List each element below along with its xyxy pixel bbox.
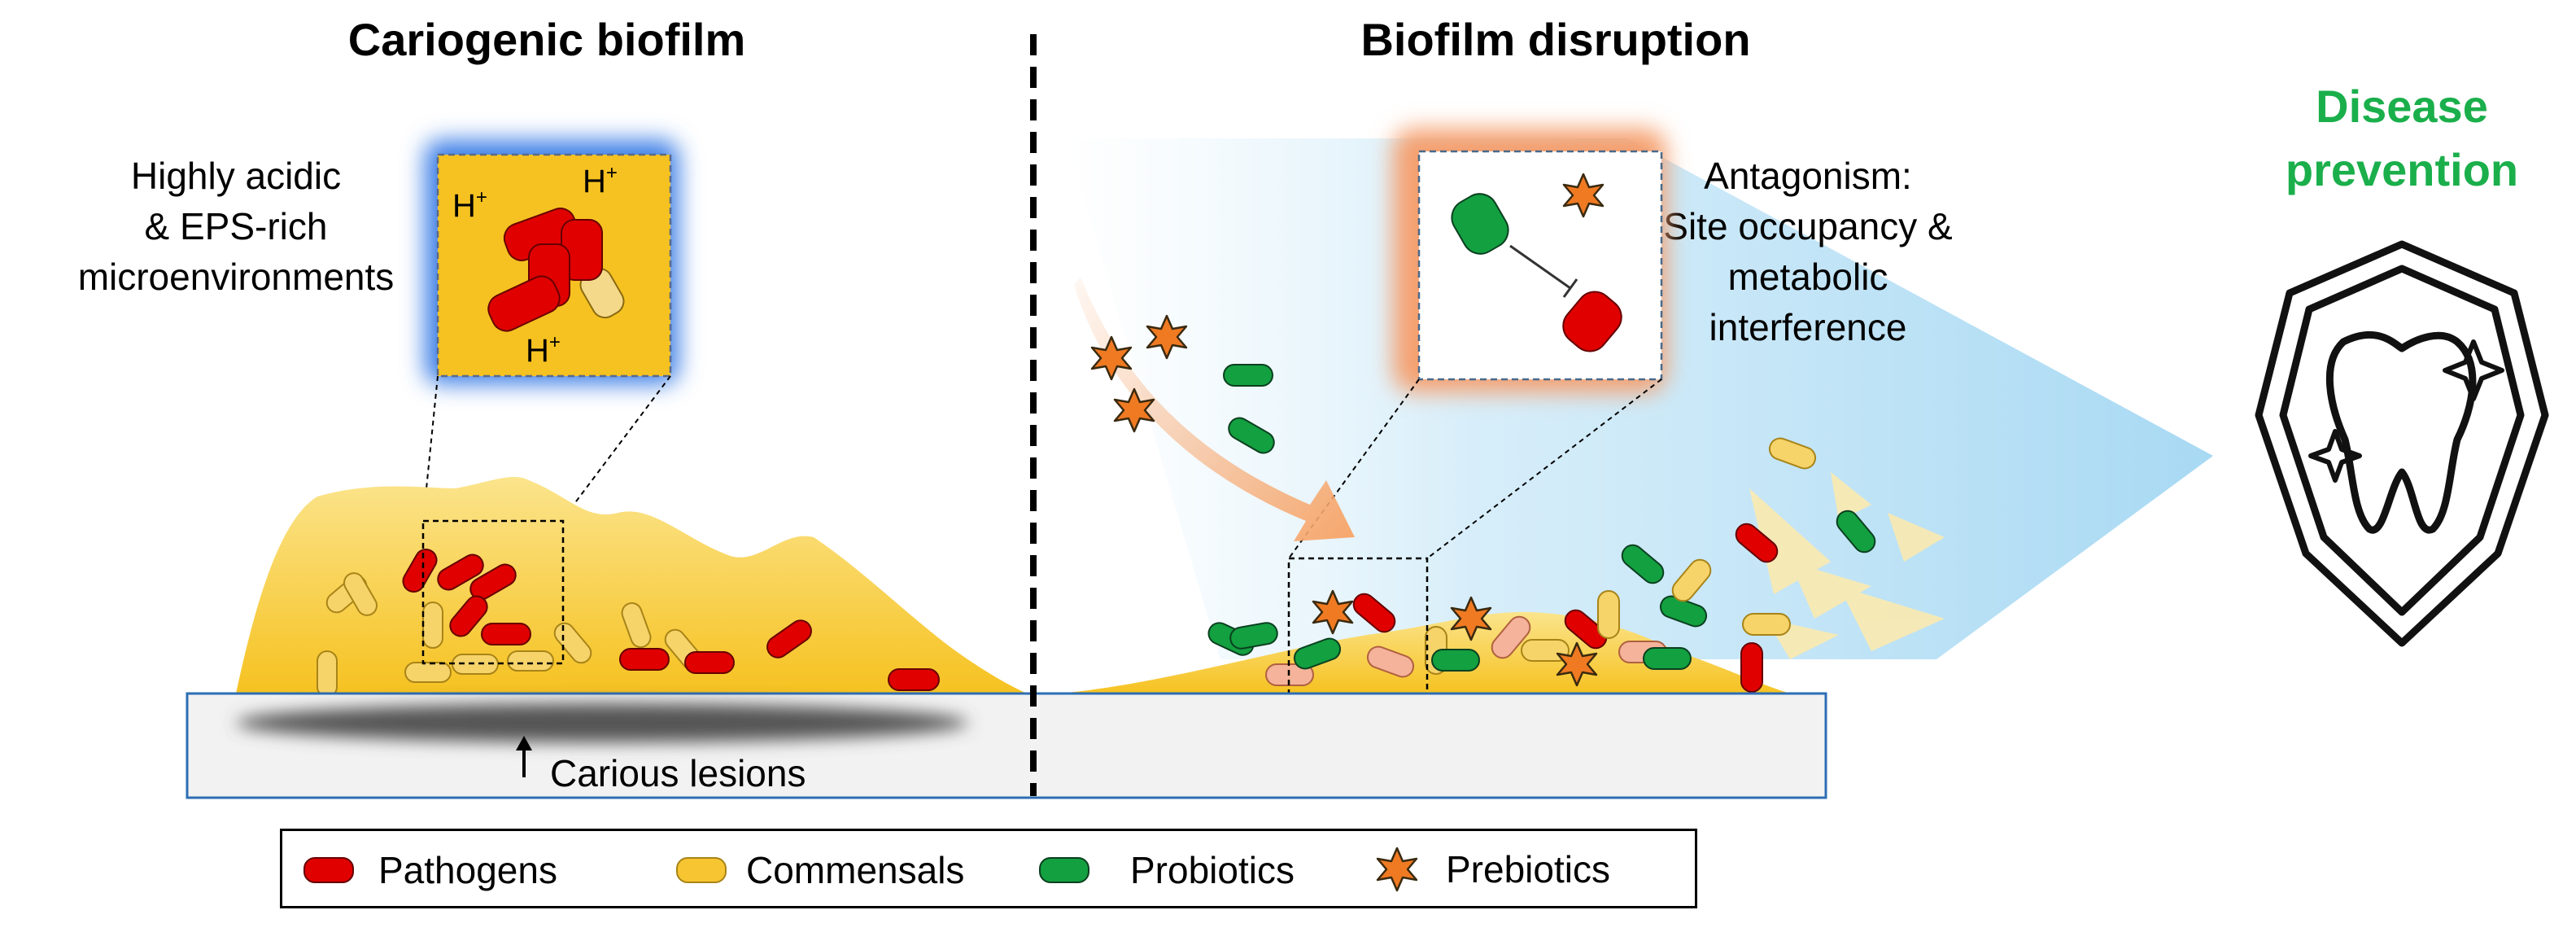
prebiotic-delivery-arrow — [1074, 277, 1355, 541]
antagonism-line-4: interference — [1709, 306, 1907, 348]
zoom-line-left — [422, 375, 439, 522]
legend-item-commensals: Commensals — [676, 849, 965, 891]
acidic-description-line-1: Highly acidic — [131, 155, 341, 197]
legend-label-commensals: Commensals — [746, 849, 965, 891]
probiotic-cell — [1223, 364, 1273, 387]
left-panel-title: Cariogenic biofilm — [348, 14, 746, 65]
antagonism-line-1: Antagonism: — [1704, 155, 1912, 197]
pathogen-cluster — [487, 208, 625, 332]
left-commensals — [317, 572, 703, 698]
legend-item-probiotics: Probiotics — [1039, 849, 1295, 891]
probiotic-cell — [1228, 417, 1275, 454]
left-pathogens — [402, 549, 940, 691]
lesion-arrow-head — [516, 736, 532, 750]
carious-lesion — [236, 703, 968, 742]
pathogen-rod-icon — [303, 857, 354, 883]
proton-label-3: H+ — [526, 331, 561, 369]
outcome-title-line-2: prevention — [2286, 144, 2518, 195]
biofilm-fragments — [1749, 472, 1945, 659]
antagonism-line-2: Site occupancy & — [1663, 205, 1952, 247]
left-panel: Cariogenic biofilm Highly acidic & EPS-r… — [78, 14, 1027, 698]
antagonism-line-3: metabolic — [1728, 256, 1888, 298]
legend-item-pathogens: Pathogens — [303, 849, 557, 891]
proton-label-2: H+ — [583, 162, 618, 199]
legend-label-probiotics: Probiotics — [1130, 849, 1295, 891]
probiotic-rod-icon — [1039, 857, 1089, 883]
outcome-panel: Disease prevention — [2255, 81, 2549, 647]
pathogen-cell — [1562, 291, 1622, 352]
disruption-flow-arrow — [1066, 138, 2213, 659]
legend-label-pathogens: Pathogens — [378, 849, 557, 891]
legend-item-prebiotics: Prebiotics — [1373, 844, 1610, 895]
zoom-line-right-2 — [1426, 378, 1662, 559]
probiotic-cell — [1451, 193, 1509, 255]
acidic-microenvironment-inset: H+ H+ H+ — [425, 140, 679, 384]
prebiotic-star-icon — [1376, 847, 1418, 892]
commensal-rod-icon — [676, 857, 727, 883]
acidic-description-line-3: microenvironments — [78, 256, 395, 298]
legend-label-prebiotics: Prebiotics — [1446, 848, 1610, 890]
shield-tooth-icon — [2255, 240, 2549, 647]
inhibition-bar — [1562, 278, 1578, 298]
legend: Pathogens Commensals Probiotics Prebioti… — [280, 829, 1697, 908]
inhibition-line — [1509, 244, 1571, 290]
lesion-label: Carious lesions — [550, 752, 806, 794]
inset-frame-right — [1417, 150, 1663, 381]
acidic-description-line-2: & EPS-rich — [145, 205, 328, 247]
outcome-title-line-1: Disease — [2316, 81, 2488, 132]
right-panel-title: Biofilm disruption — [1360, 14, 1750, 65]
right-panel: Biofilm disruption Antagonism: Site occu… — [1058, 14, 2213, 695]
proton-label-1: H+ — [452, 186, 487, 224]
biofilm-zoom-region — [421, 519, 565, 665]
zoom-line-right — [561, 375, 671, 522]
zoom-line-left-2 — [1288, 378, 1420, 559]
antagonism-inset — [1393, 129, 1666, 392]
right-cells — [1207, 437, 1876, 693]
